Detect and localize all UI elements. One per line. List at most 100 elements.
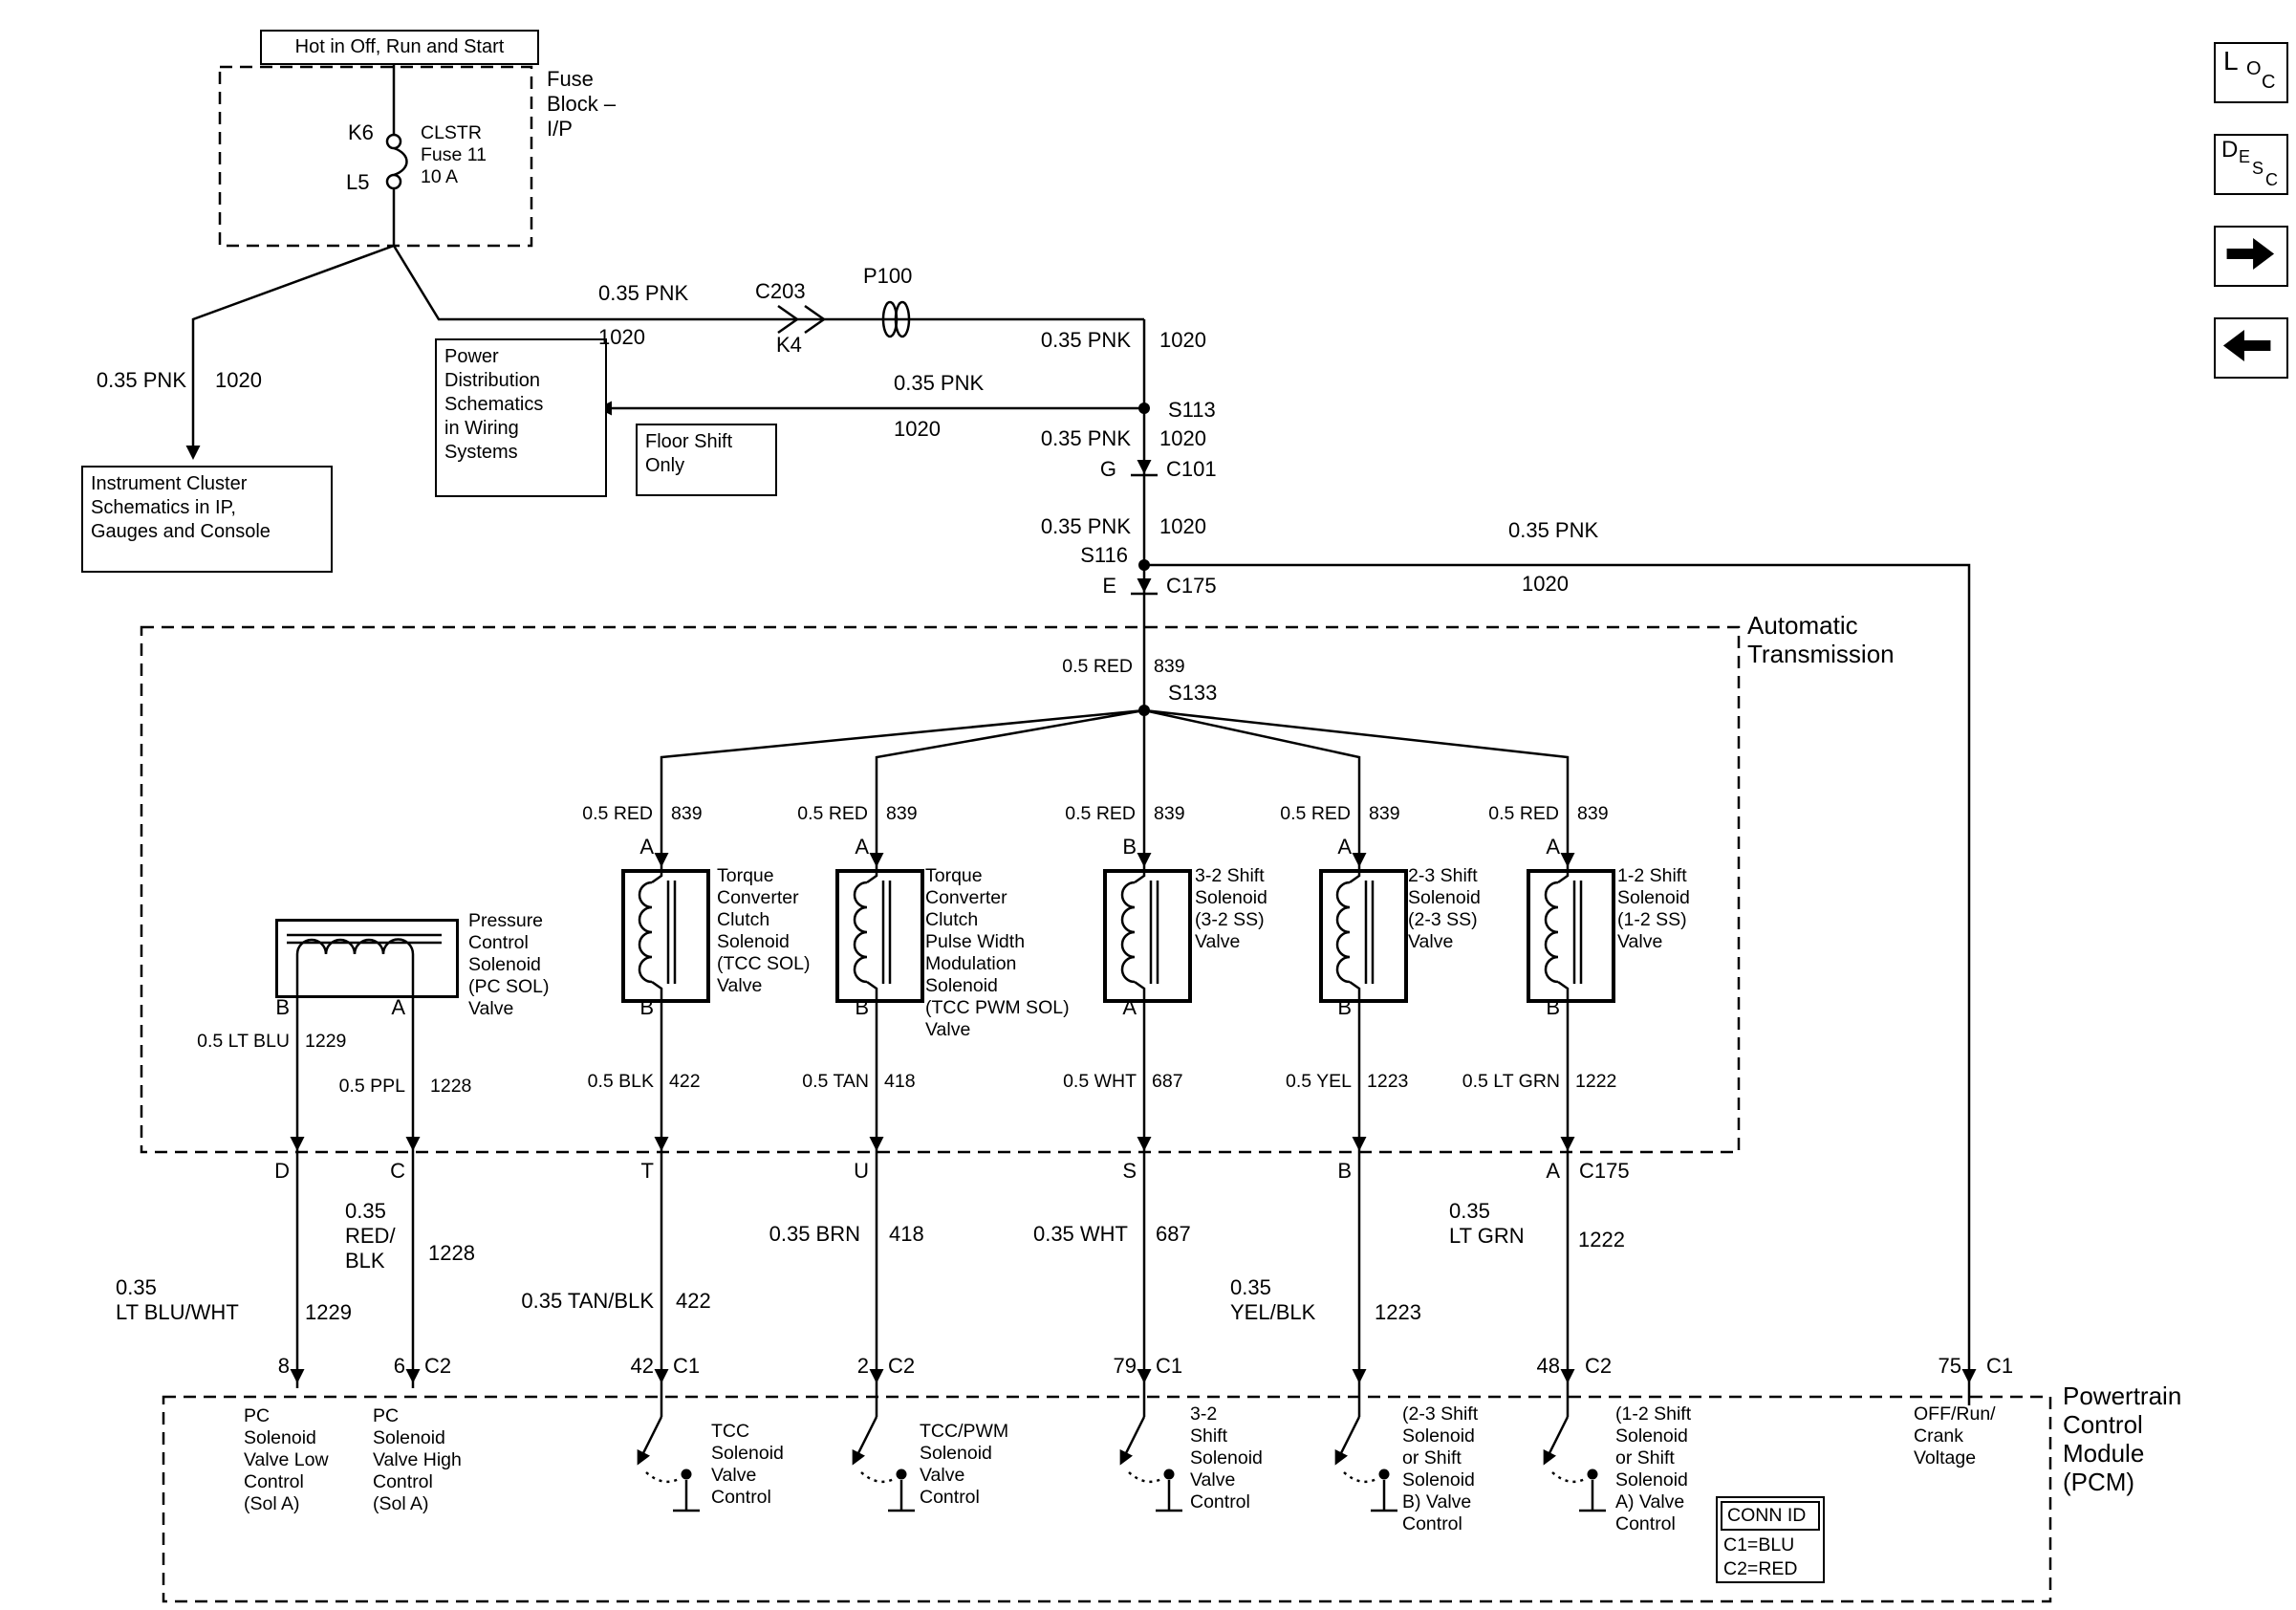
circuit-label-red-1: 839 [671, 803, 703, 824]
wire-label-pnk-v2: 0.35 PNK [1040, 514, 1131, 538]
circuit-label-ltgrn: 1222 [1575, 1071, 1617, 1092]
circuit-label-yelblk: 1223 [1375, 1300, 1421, 1324]
wire-label-pnk-long: 0.35 PNK [1508, 518, 1599, 542]
conn-id-c1: C1=BLU [1723, 1534, 1795, 1556]
circuit-label-red-2: 839 [886, 803, 918, 824]
wire-label-pnk-left: 0.35 PNK [96, 368, 186, 392]
pcm-pin-42-conn: C1 [673, 1354, 701, 1378]
circuit-label-pnk-v1: 1020 [1159, 426, 1206, 450]
circuit-label-blk: 422 [669, 1071, 701, 1092]
circuit-label-wht: 687 [1152, 1071, 1183, 1092]
pcm-title: Powertrain Control Module (PCM) [2063, 1382, 2182, 1496]
pcm-pin-75-conn: C1 [1986, 1354, 2014, 1378]
wire-label-red-4: 0.5 RED [1280, 803, 1351, 824]
conn-id-title: CONN ID [1721, 1501, 1820, 1531]
pcm-fn-pc-high: PC Solenoid Valve High Control (Sol A) [373, 1405, 462, 1514]
circuit-label-ltgrn35: 1222 [1578, 1228, 1625, 1251]
terminal-pc-b: B [275, 995, 290, 1019]
wire-label-tanblk: 0.35 TAN/BLK [521, 1289, 654, 1313]
s133-splice [1138, 705, 1150, 716]
loc-letter-l: L [2223, 46, 2239, 76]
tcc-pwm-solenoid-box [835, 869, 924, 1003]
circuit-label-pnk-s113: 1020 [894, 417, 941, 441]
cavity-g-label: G [1099, 457, 1116, 481]
desc-letter-c: C [2265, 170, 2278, 189]
desc-button[interactable]: D E S C [2214, 134, 2288, 195]
circuit-label-red-5: 839 [1577, 803, 1609, 824]
wire-label-ltgrn35: 0.35 LT GRN [1449, 1199, 1525, 1248]
terminal-pwm-bottom: B [855, 995, 869, 1019]
c175-cavity-d: D [274, 1159, 290, 1183]
shift-12-solenoid-label: 1-2 Shift Solenoid (1-2 SS) Valve [1617, 865, 1690, 952]
pcm-fn-pc-low: PC Solenoid Valve Low Control (Sol A) [244, 1405, 329, 1514]
shift-32-solenoid-box [1103, 869, 1192, 1003]
c175-cavity-c: C [390, 1159, 405, 1183]
fuse-icon [385, 133, 408, 190]
wire-label-pnk-main: 0.35 PNK [1040, 328, 1131, 352]
forward-button[interactable] [2214, 226, 2288, 287]
pcm-box [162, 1395, 2052, 1603]
fuse-block-box [218, 65, 533, 248]
terminal-12-top: A [1546, 835, 1560, 859]
hot-in-off-run-start-banner: Hot in Off, Run and Start [260, 30, 539, 65]
circuit-label-ltblu: 1229 [305, 1031, 347, 1052]
connector-c175-bottom: C175 [1579, 1159, 1630, 1183]
c203-connector-icon [777, 304, 800, 335]
dashed-boxes [140, 65, 2052, 1603]
wire-label-blk: 0.5 BLK [587, 1071, 654, 1092]
wire-label-yelblk: 0.35 YEL/BLK [1230, 1275, 1316, 1324]
splice-s133-label: S133 [1168, 681, 1218, 705]
loc-button[interactable]: L O C [2214, 42, 2288, 103]
circuit-label-wht35: 687 [1156, 1222, 1191, 1246]
pcm-fn-32: 3-2 Shift Solenoid Valve Control [1190, 1403, 1263, 1512]
circuit-label-red-main: 839 [1154, 656, 1185, 677]
fuse-name-label: CLSTR Fuse 11 10 A [421, 122, 487, 187]
instrument-cluster-ref-box: Instrument Cluster Schematics in IP, Gau… [81, 466, 333, 573]
splice-s113-label: S113 [1168, 398, 1216, 422]
shift-12-solenoid-box [1527, 869, 1615, 1003]
driver-icons [637, 1416, 1606, 1512]
terminal-32-bottom: A [1122, 995, 1137, 1019]
connector-c175-top: C175 [1166, 574, 1217, 598]
wire-label-pnk-v1: 0.35 PNK [1040, 426, 1131, 450]
splice-dots [1138, 402, 1150, 716]
tcc-solenoid-box [621, 869, 710, 1003]
pcm-pin-79-conn: C1 [1156, 1354, 1183, 1378]
back-button[interactable] [2214, 317, 2288, 379]
c175-cavity-s: S [1122, 1159, 1137, 1183]
hot-banner-text: Hot in Off, Run and Start [294, 36, 505, 57]
circuit-label-pnk-long: 1020 [1522, 572, 1569, 596]
terminal-32-top: B [1122, 835, 1137, 859]
c175-cavity-a: A [1546, 1159, 1560, 1183]
connector-icons [777, 300, 1158, 596]
wires [185, 61, 1971, 1417]
pc-solenoid-label: Pressure Control Solenoid (PC SOL) Valve [468, 910, 550, 1019]
circuit-label-ltbluwht: 1229 [305, 1300, 352, 1324]
wire-label-wht35: 0.35 WHT [1032, 1222, 1128, 1246]
solenoid-coil-icons [287, 869, 1583, 995]
wire-label-ltgrn: 0.5 LT GRN [1462, 1071, 1560, 1092]
p100-grommet-icon [894, 300, 911, 338]
desc-letter-s: S [2252, 159, 2264, 178]
wire-label-red-1: 0.5 RED [582, 803, 653, 824]
pc-solenoid-box [275, 919, 459, 998]
circuit-label-pnk-left: 1020 [215, 368, 262, 392]
wire-label-tan: 0.5 TAN [802, 1071, 869, 1092]
fuse-pin-k6: K6 [348, 120, 374, 144]
loc-letter-c: C [2262, 72, 2276, 93]
transmission-title: Automatic Transmission [1747, 611, 1895, 668]
circuit-label-yel: 1223 [1367, 1071, 1409, 1092]
power-distribution-ref-box: Power Distribution Schematics in Wiring … [435, 338, 607, 497]
pcm-pin-79: 79 [1113, 1354, 1137, 1378]
connector-k4: K4 [776, 333, 802, 357]
tcc-pwm-solenoid-label: Torque Converter Clutch Pulse Width Modu… [925, 865, 1070, 1040]
circuit-label-tanblk: 422 [676, 1289, 711, 1313]
terminal-12-bottom: B [1546, 995, 1560, 1019]
pcm-pin-48: 48 [1536, 1354, 1560, 1378]
pcm-pin-42: 42 [630, 1354, 654, 1378]
conn-id-c2: C2=RED [1723, 1558, 1798, 1579]
fuse-pin-l5: L5 [346, 170, 370, 194]
pcm-fn-23: (2-3 Shift Solenoid or Shift Solenoid B)… [1402, 1403, 1479, 1534]
wire-label-wht: 0.5 WHT [1063, 1071, 1137, 1092]
wire-label-red-main: 0.5 RED [1062, 656, 1133, 677]
